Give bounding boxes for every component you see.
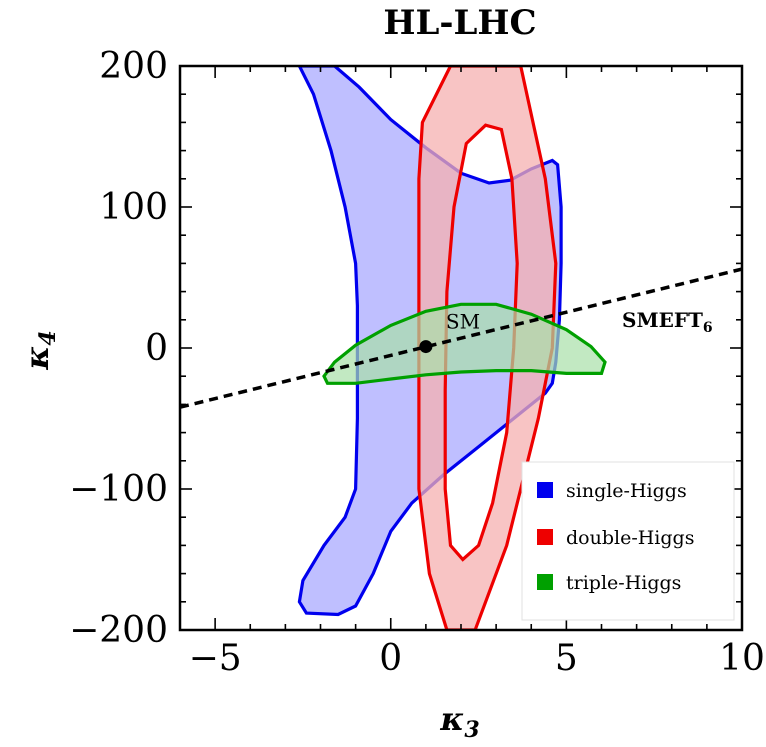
- x-axis-label: κ3: [439, 700, 479, 743]
- legend-box: [521, 461, 735, 621]
- x-tick-label: 5: [555, 638, 578, 679]
- chart-title: HL-LHC: [383, 3, 536, 43]
- y-tick-label: 0: [145, 328, 168, 369]
- y-axis-label-subscript: 4: [35, 330, 61, 345]
- series-group: [180, 66, 742, 630]
- double-higgs-region: [417, 66, 558, 630]
- x-tick-label: 10: [719, 638, 765, 679]
- legend-swatch-double-higgs: [537, 529, 553, 545]
- x-tick-label: −5: [189, 638, 242, 679]
- legend-label-double-higgs: double-Higgs: [566, 527, 694, 549]
- smeft-line-label: SMEFT6: [622, 308, 713, 336]
- sm-point: [419, 340, 433, 354]
- x-axis-label-subscript: 3: [464, 717, 479, 743]
- smeft-reference-line: [180, 267, 742, 409]
- plot-area: SM: [180, 66, 742, 630]
- y-tick-label: 100: [99, 187, 168, 228]
- legend: single-Higgs double-Higgs triple-Higgs: [521, 461, 735, 621]
- y-axis-label: κ4: [18, 330, 61, 370]
- smeft-line-label-main: SMEFT: [622, 308, 703, 332]
- y-axis-label-main: κ: [18, 346, 56, 371]
- x-tick-label: 0: [379, 638, 402, 679]
- legend-swatch-triple-higgs: [537, 574, 553, 590]
- x-axis-label-main: κ: [439, 700, 464, 738]
- smeft-line-label-subscript: 6: [703, 320, 713, 336]
- sm-point-label: SM: [446, 310, 480, 334]
- triple-higgs-region: [322, 302, 607, 385]
- legend-swatch-single-higgs: [537, 482, 553, 498]
- y-tick-label: −200: [69, 610, 168, 651]
- legend-label-single-higgs: single-Higgs: [566, 480, 687, 502]
- legend-label-triple-higgs: triple-Higgs: [566, 572, 681, 594]
- y-tick-label: 200: [99, 46, 168, 87]
- y-tick-label: −100: [69, 469, 168, 510]
- axes: −5 0 5 10 −200 −100 0 100 200: [69, 46, 765, 679]
